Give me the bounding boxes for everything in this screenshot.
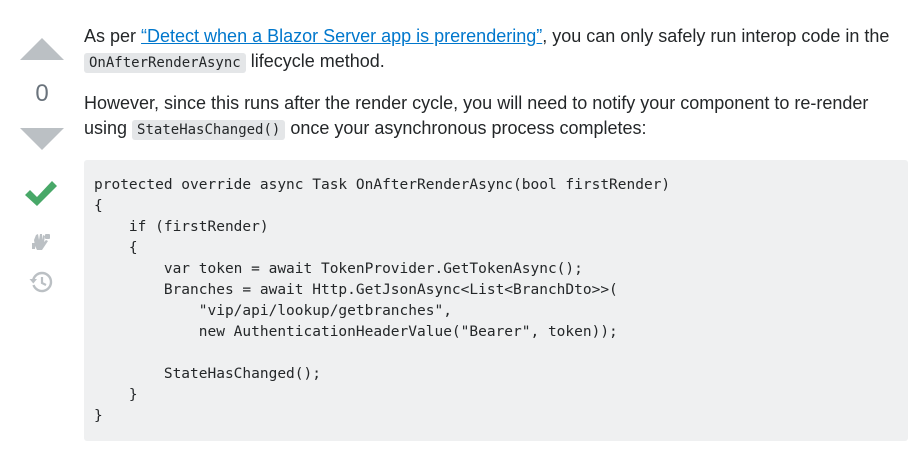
triangle-up-icon — [20, 38, 64, 60]
answer-body: As per “Detect when a Blazor Server app … — [84, 24, 908, 441]
text: However, since this runs after the rende… — [84, 93, 869, 138]
upvote-button[interactable] — [20, 38, 64, 60]
code-line: Branches = await Http.GetJsonAsync<List<… — [94, 282, 618, 298]
code-line: } — [94, 408, 103, 424]
hand-bounty-icon — [32, 234, 50, 250]
downvote-button[interactable] — [20, 128, 64, 150]
inline-code-onafterrenderasync: OnAfterRenderAsync — [84, 53, 246, 73]
inline-code-statehaschanged: StateHasChanged() — [132, 120, 286, 140]
checkmark-icon — [25, 181, 57, 206]
code-block: protected override async Task OnAfterRen… — [84, 160, 908, 441]
vote-count: 0 — [35, 80, 49, 107]
code-line: } — [94, 387, 138, 403]
blazor-prerendering-link[interactable]: “Detect when a Blazor Server app is prer… — [141, 26, 543, 46]
answer-paragraph-2: However, since this runs after the rende… — [84, 91, 908, 143]
text: , you can only safely run interop code i… — [542, 26, 890, 46]
accepted-answer-indicator — [23, 178, 59, 210]
code-line: StateHasChanged(); — [94, 366, 321, 382]
code-line: { — [94, 198, 103, 214]
text: lifecycle method. — [245, 51, 385, 71]
code-line: var token = await TokenProvider.GetToken… — [94, 261, 583, 277]
code-line: if (firstRender) — [94, 219, 269, 235]
answer-paragraph-1: As per “Detect when a Blazor Server app … — [84, 24, 908, 76]
triangle-down-icon — [20, 128, 64, 150]
code-line: { — [94, 240, 138, 256]
vote-column: 0 — [0, 0, 84, 462]
text: As per — [84, 26, 142, 46]
bounty-button[interactable] — [30, 231, 52, 253]
code-line — [94, 343, 898, 364]
code-line: new AuthenticationHeaderValue("Bearer", … — [94, 324, 618, 340]
text: once your asynchronous process completes… — [285, 118, 647, 138]
code-line: protected override async Task OnAfterRen… — [94, 177, 671, 193]
history-clock-icon — [29, 271, 53, 293]
history-button[interactable] — [29, 270, 53, 294]
code-line: "vip/api/lookup/getbranches", — [94, 303, 452, 319]
